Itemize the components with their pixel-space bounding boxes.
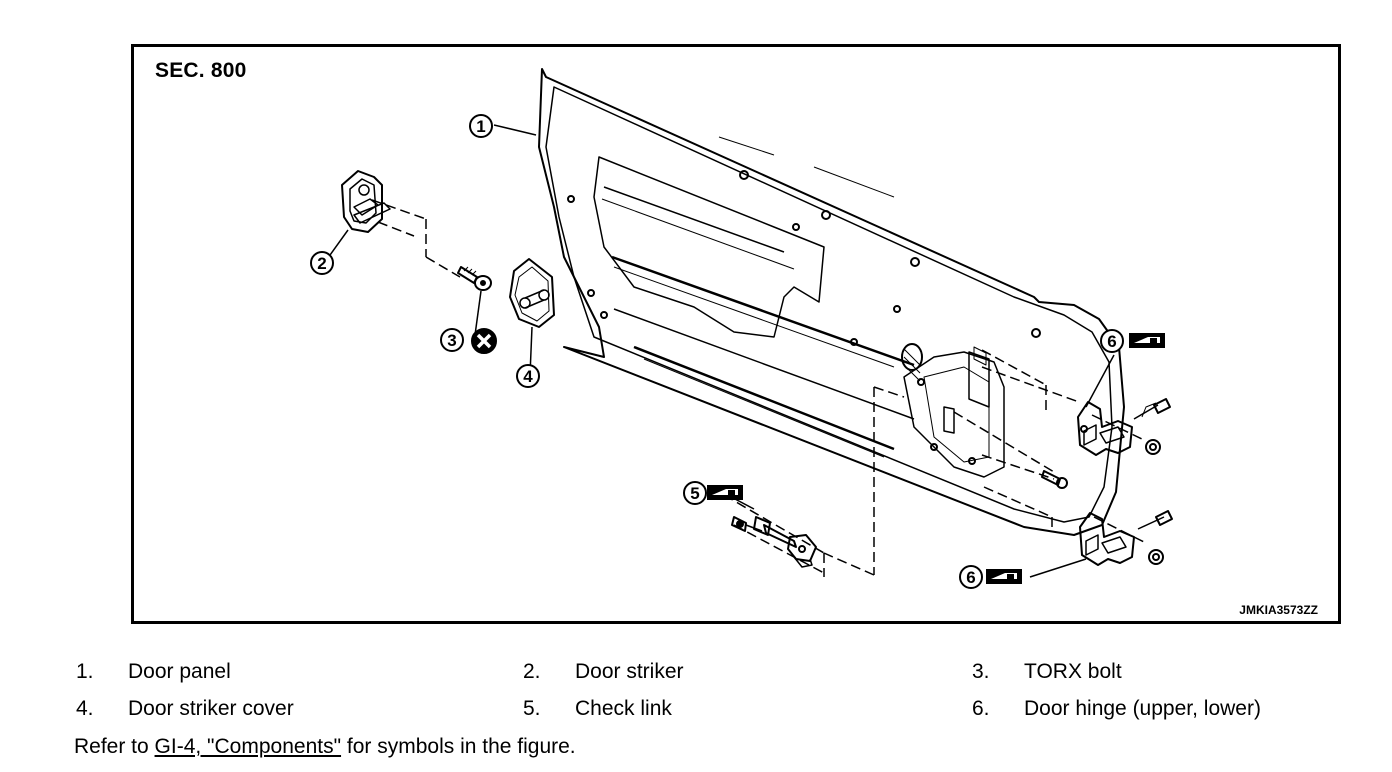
door-striker: [341, 170, 391, 233]
check-link: [731, 516, 817, 568]
section-label: SEC. 800: [155, 59, 247, 82]
legend-number: 4.: [76, 697, 94, 720]
callout-6-lower-leader: [1029, 558, 1087, 578]
legend-number: 6.: [972, 697, 990, 720]
callout-2-text: 2: [317, 254, 326, 273]
torque-symbol-icon: [707, 485, 743, 500]
callout-6-lower-text: 6: [966, 568, 975, 587]
note-suffix: for symbols in the figure.: [341, 735, 576, 758]
callout-1-leader: [493, 124, 537, 136]
legend-label: Door striker: [575, 660, 684, 683]
callout-5-text: 5: [690, 484, 699, 503]
callout-6-upper-circle: [1100, 329, 1124, 353]
legend-number: 5.: [523, 697, 541, 720]
exploded-view-diagram: SEC. 800: [131, 44, 1341, 624]
legend-number: 1.: [76, 660, 94, 683]
door-panel: [538, 68, 1125, 536]
callout-6-upper-text: 6: [1107, 332, 1116, 351]
note-prefix: Refer to: [74, 735, 155, 758]
do-not-reuse-icon: [471, 328, 497, 354]
legend-label: Check link: [575, 697, 672, 720]
callout-2-circle: [310, 251, 334, 275]
door-striker-cover: [509, 258, 555, 328]
legend-number: 2.: [523, 660, 541, 683]
callout-4-circle: [516, 364, 540, 388]
door-hinge-upper: [1077, 398, 1171, 456]
legend-label: Door hinge (upper, lower): [1024, 697, 1261, 720]
legend-number: 3.: [972, 660, 990, 683]
torx-bolt: [457, 266, 492, 291]
hinge-bolt: [1041, 470, 1068, 489]
components-link[interactable]: GI-4, "Components": [154, 735, 342, 758]
callout-3-circle: [440, 328, 464, 352]
diagram-drawing: 1 2 3 4 5 6 6: [310, 68, 1173, 589]
callout-3-leader: [474, 290, 482, 336]
callout-5-circle: [683, 481, 707, 505]
callout-1-text: 1: [476, 117, 485, 136]
callout-6-upper-leader: [1085, 354, 1115, 408]
callout-6-lower-circle: [959, 565, 983, 589]
legend-label: TORX bolt: [1024, 660, 1122, 683]
reference-note: Refer to GI-4, "Components" for symbols …: [74, 735, 576, 759]
torque-symbol-icon: [986, 569, 1022, 584]
callout-4-text: 4: [523, 367, 533, 386]
legend-label: Door striker cover: [128, 697, 294, 720]
figure-code: JMKIA3573ZZ: [1239, 603, 1318, 617]
legend-label: Door panel: [128, 660, 231, 683]
torque-symbol-icon: [1129, 333, 1165, 348]
door-hinge-lower: [1079, 510, 1173, 566]
callout-3-text: 3: [447, 331, 456, 350]
callout-1-circle: [469, 114, 493, 138]
